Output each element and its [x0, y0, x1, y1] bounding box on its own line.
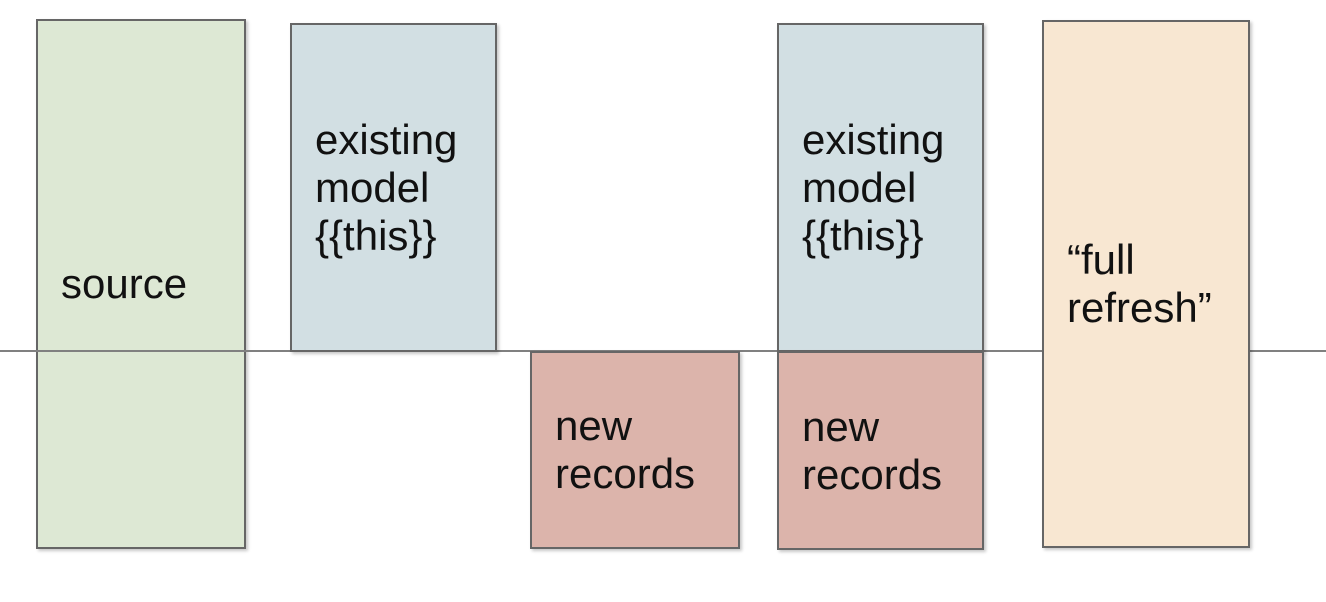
existing-model-box-2-label-line: {{this}} [802, 211, 924, 259]
source-box-label: source [61, 260, 188, 307]
full-refresh-box: “full refresh” [1042, 20, 1250, 548]
existing-model-box-1: existing model {{this}} [290, 23, 497, 352]
existing-model-box-1-label-line: model [315, 163, 430, 211]
new-records-box-2-label-line: new [802, 402, 880, 450]
existing-model-box-2: existing model {{this}} [777, 23, 984, 352]
existing-model-box-1-label-line: existing [315, 115, 458, 163]
full-refresh-box-label-line: refresh” [1067, 284, 1212, 331]
full-refresh-box-label-line: “full [1067, 236, 1135, 283]
new-records-box-2-label-line: records [802, 450, 943, 498]
existing-model-box-2-label-line: model [802, 163, 917, 211]
existing-model-box-2-label-line: existing [802, 115, 945, 163]
existing-model-box-1-label-line: {{this}} [315, 211, 437, 259]
source-box: source [36, 19, 246, 549]
new-records-box-1: new records [530, 351, 740, 549]
new-records-box-1-label-line: records [555, 450, 696, 497]
new-records-box-1-label-line: new [555, 402, 633, 449]
new-records-box-2: new records [777, 351, 984, 550]
